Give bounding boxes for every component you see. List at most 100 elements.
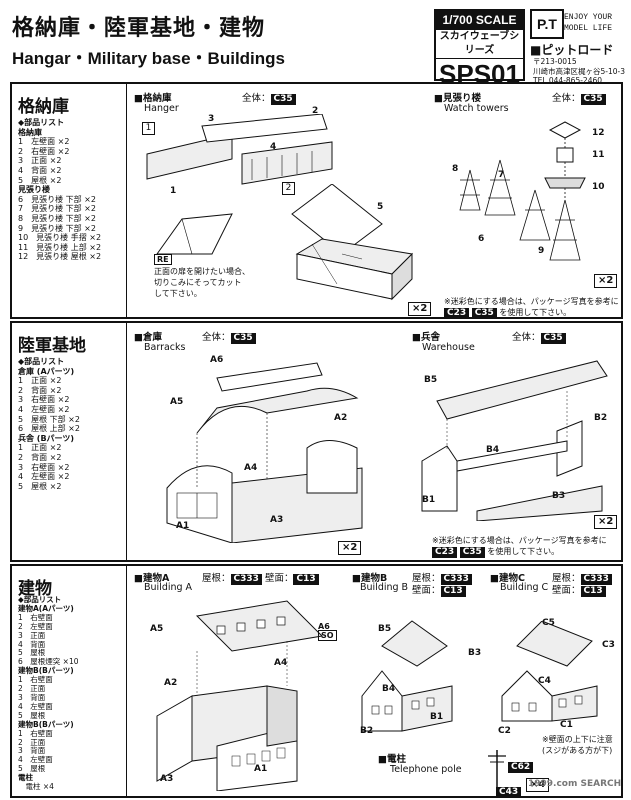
- part-callout: 2: [312, 106, 319, 116]
- watchtower-drawing: [440, 120, 610, 270]
- brand-slogan: ENJOY YOUR MODEL LIFE: [564, 13, 613, 33]
- re-tag: RE: [154, 254, 172, 265]
- parts-list-item: 10 見張り楼 手摺 ×2: [18, 233, 102, 243]
- part-callout: C2: [498, 726, 511, 736]
- parts-list-item: 3 背面: [18, 692, 46, 702]
- panel-title-building-c: ■建物C: [490, 573, 525, 584]
- chimney-callout: A6 SO: [318, 622, 337, 641]
- part-callout: B2: [360, 726, 374, 736]
- parts-list-item: 2 正面: [18, 737, 46, 747]
- part-callout: B5: [424, 375, 438, 385]
- parts-list-item: 5 屋根 ×2: [18, 175, 62, 185]
- camouflage-note-codes: C23 C35 を使用して下さい。: [444, 307, 571, 319]
- telephone-pole-drawing: [482, 748, 512, 793]
- parts-list-item: 9 見張り楼 下部 ×2: [18, 223, 96, 233]
- hangar-assembled-drawing: [282, 184, 422, 304]
- parts-list-item: 4 左壁面: [18, 701, 53, 711]
- divider: [126, 84, 127, 317]
- step-number: 2: [282, 182, 295, 195]
- parts-list-item: 7 見張り楼 下部 ×2: [18, 204, 96, 214]
- quantity-badge: ×2: [594, 274, 618, 288]
- parts-list-item: 6 屋根煙突 ×10: [18, 657, 79, 667]
- paint-spec-wall: 壁面：C13: [552, 582, 606, 597]
- part-callout: 9: [538, 246, 545, 256]
- parts-list-item: 1 右壁面: [18, 675, 53, 685]
- part-callout: 5: [377, 202, 384, 212]
- section-title: 建物: [18, 579, 52, 599]
- parts-list-item: 2 正面: [18, 684, 46, 694]
- paint-spec: 屋根：C333 壁面：C13: [202, 570, 319, 585]
- part-callout: B1: [422, 495, 436, 505]
- part-callout: B3: [468, 648, 482, 658]
- divider: [126, 323, 127, 560]
- part-callout: A2: [334, 413, 348, 423]
- parts-list-item: 1 右壁面: [18, 728, 53, 738]
- parts-list-item: 2 右壁面 ×2: [18, 146, 70, 156]
- wall-orientation-note: ※壁面の上下に注意 (スジがある方が下): [542, 735, 613, 755]
- part-callout: 11: [592, 150, 605, 160]
- parts-list-item: 4 左壁面: [18, 755, 53, 765]
- part-callout: C1: [560, 720, 573, 730]
- part-callout: A1: [254, 764, 268, 774]
- panel-title-hangar: ■格納庫: [134, 93, 172, 104]
- door-cut-detail: [152, 209, 242, 259]
- parts-group-header: 格納庫: [18, 127, 42, 137]
- paint-code: C35: [270, 94, 296, 105]
- panel-subtitle-telephone-pole: Telephone pole: [390, 764, 462, 775]
- part-callout: C4: [538, 676, 551, 686]
- part-callout: B4: [382, 684, 396, 694]
- parts-group-header: 建物B(Bパーツ): [18, 719, 74, 729]
- paint-spec-wall: 壁面：C13: [412, 582, 466, 597]
- part-callout: 4: [270, 142, 277, 152]
- quantity-badge: ×2: [408, 302, 432, 316]
- paint-spec-roof: 屋根：C333: [412, 570, 472, 585]
- part-callout: 8: [452, 164, 459, 174]
- part-callout: 10: [592, 182, 605, 192]
- parts-list-item: 電柱 ×4: [18, 782, 54, 792]
- divider: [126, 566, 127, 796]
- parts-list-item: 4 左壁面 ×2: [18, 404, 70, 414]
- parts-group-header: 建物A(Aパーツ): [18, 603, 74, 613]
- section-title: 陸軍基地: [18, 336, 86, 356]
- part-callout: B3: [552, 491, 566, 501]
- parts-list-item: 5 屋根 ×2: [18, 481, 62, 491]
- parts-list-item: 5 屋根: [18, 648, 46, 658]
- paint-code: C43: [496, 779, 522, 798]
- parts-group-header: 見張り楼: [18, 185, 50, 195]
- part-callout: C5: [542, 618, 555, 628]
- part-callout: B1: [430, 712, 444, 722]
- building-c-drawing: [497, 621, 612, 726]
- parts-list-item: 1 正面 ×2: [18, 376, 62, 386]
- parts-list-item: 3 右壁面 ×2: [18, 462, 70, 472]
- panel-subtitle-watchtower: Watch towers: [444, 103, 509, 114]
- quantity-badge: ×4: [526, 778, 550, 792]
- brand-logo: P.T: [530, 9, 564, 39]
- panel-subtitle-hangar: Hanger: [144, 103, 179, 114]
- part-callout: 7: [498, 170, 505, 180]
- parts-list-item: 12 見張り楼 屋根 ×2: [18, 252, 102, 262]
- parts-list-item: 6 屋根 上部 ×2: [18, 424, 80, 434]
- page-title-jp: 格納庫・陸軍基地・建物: [12, 16, 266, 41]
- paint-spec-roof: 屋根：C333: [552, 570, 612, 585]
- panel-title-barracks: ■兵舎: [412, 332, 440, 343]
- part-callout: A4: [274, 658, 288, 668]
- panel-subtitle-building-b: Building B: [360, 582, 409, 593]
- parts-list-item: 1 正面 ×2: [18, 443, 62, 453]
- parts-list-item: 2 背面 ×2: [18, 385, 62, 395]
- re-note: 正面の扉を開けたい場合、 切りこみにそってカット して下さい。: [154, 267, 250, 298]
- page-title-en: Hangar・Military base・Buildings: [12, 49, 285, 68]
- panel-title-telephone-pole: ■電柱: [378, 754, 406, 765]
- parts-list-item: 6 見張り楼 下部 ×2: [18, 194, 96, 204]
- hangar-walls-drawing: [142, 114, 342, 204]
- parts-list-item: 5 屋根: [18, 764, 46, 774]
- parts-list-item: 2 背面 ×2: [18, 452, 62, 462]
- parts-list-item: 4 左壁面 ×2: [18, 472, 70, 482]
- paint-spec: 全体：C35: [512, 329, 566, 344]
- building-a-drawing: [147, 596, 347, 791]
- paint-code: C62: [508, 754, 534, 773]
- parts-group-header: 倉庫 (Aパーツ): [18, 366, 75, 376]
- paint-spec: 全体：C35: [202, 329, 256, 344]
